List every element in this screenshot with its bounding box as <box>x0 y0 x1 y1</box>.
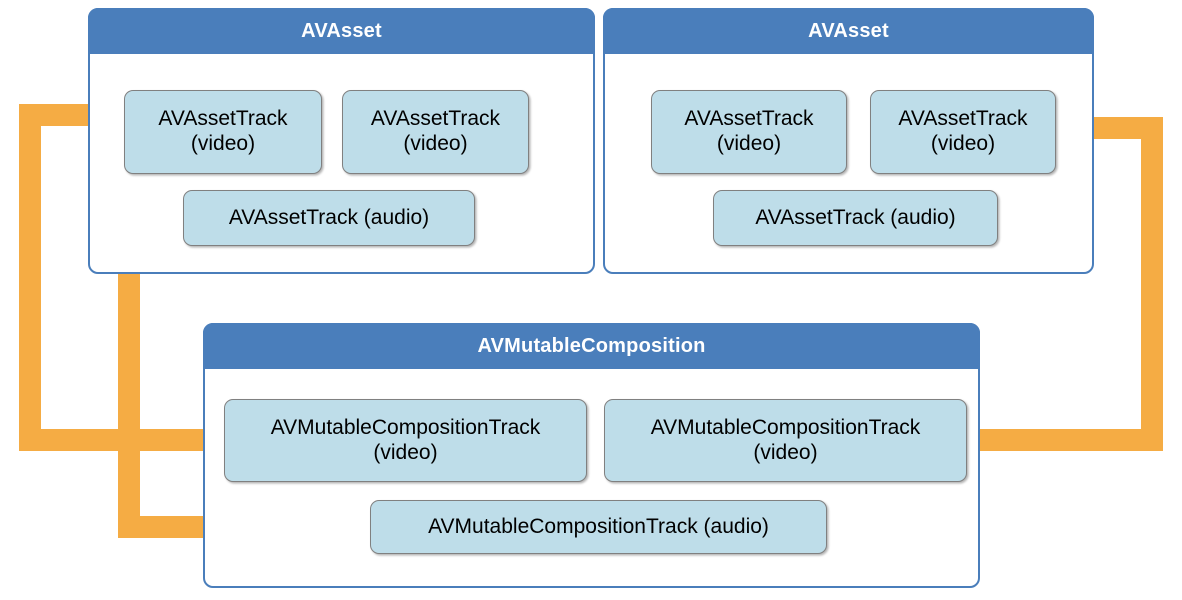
composition-track-audio[interactable]: AVMutableCompositionTrack (audio) <box>370 500 827 554</box>
panel-avmutablecomposition-title: AVMutableComposition <box>477 334 706 357</box>
right-asset-track-video-1[interactable]: AVAssetTrack (video) <box>651 90 847 174</box>
panel-avmutablecomposition-header: AVMutableComposition <box>203 323 980 369</box>
panel-right-avasset-header: AVAsset <box>603 8 1094 54</box>
composition-track-video-1[interactable]: AVMutableCompositionTrack (video) <box>224 399 587 482</box>
right-asset-track-video-2[interactable]: AVAssetTrack (video) <box>870 90 1056 174</box>
right-asset-track-audio[interactable]: AVAssetTrack (audio) <box>713 190 998 246</box>
panel-left-avasset: AVAsset AVAssetTrack (video) AVAssetTrac… <box>88 8 595 274</box>
composition-track-video-2[interactable]: AVMutableCompositionTrack (video) <box>604 399 967 482</box>
left-asset-track-audio[interactable]: AVAssetTrack (audio) <box>183 190 475 246</box>
panel-right-avasset: AVAsset AVAssetTrack (video) AVAssetTrac… <box>603 8 1094 274</box>
left-asset-track-video-2[interactable]: AVAssetTrack (video) <box>342 90 529 174</box>
panel-avmutablecomposition: AVMutableComposition AVMutableCompositio… <box>203 323 980 588</box>
panel-left-avasset-title: AVAsset <box>301 19 382 42</box>
panel-right-avasset-title: AVAsset <box>808 19 889 42</box>
panel-left-avasset-header: AVAsset <box>88 8 595 54</box>
left-asset-track-video-1[interactable]: AVAssetTrack (video) <box>124 90 322 174</box>
